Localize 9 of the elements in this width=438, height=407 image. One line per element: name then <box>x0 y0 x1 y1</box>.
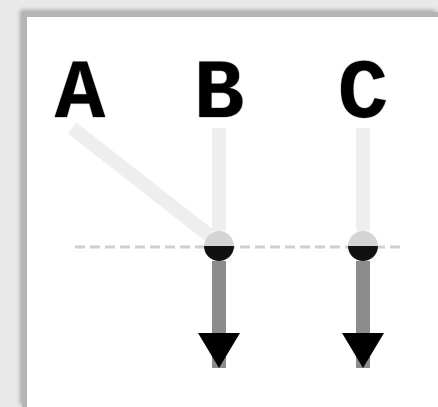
junction-circle <box>348 231 378 261</box>
light-ray <box>68 122 214 240</box>
light-ray <box>356 128 370 231</box>
junction-circle <box>204 231 234 261</box>
letter-label: B <box>187 64 251 128</box>
arrow <box>342 261 384 368</box>
arrow <box>198 261 240 368</box>
letter-label: A <box>48 64 112 128</box>
light-ray <box>212 128 226 231</box>
